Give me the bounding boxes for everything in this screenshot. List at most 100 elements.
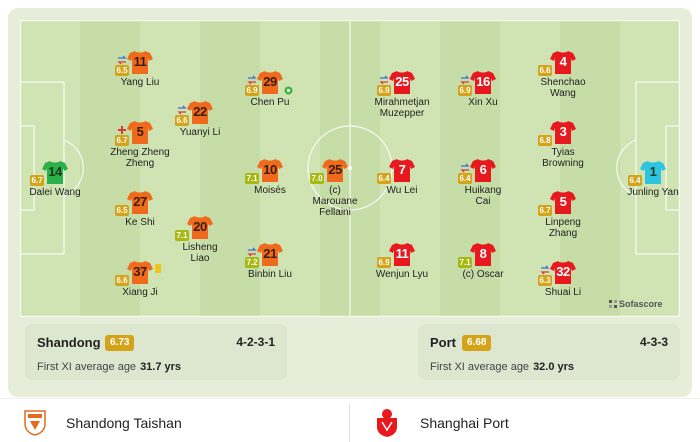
jersey-icon: 21 — [257, 242, 283, 267]
player-name-line: Yuanyi Li — [179, 127, 221, 138]
player-rating-badge: 6.8 — [538, 135, 552, 146]
shanghai-port-crest-icon — [377, 409, 397, 437]
jersey-icon: 10 — [257, 158, 283, 183]
jersey-number: 37 — [133, 264, 147, 279]
jersey-icon: 5 — [127, 120, 153, 145]
player-name-line: Marouane — [312, 196, 358, 207]
jersey-number: 14 — [48, 164, 62, 179]
jersey-number: 11 — [395, 246, 409, 261]
player-name-line: Mirahmetjan — [374, 97, 430, 108]
player-rating-badge: 6.4 — [377, 173, 391, 184]
player-rating-badge: 7.0 — [310, 173, 324, 184]
player-name-line: Moisés — [254, 185, 286, 196]
player-rating-badge: 6.6 — [115, 275, 129, 286]
jersey-icon: 8 — [470, 242, 496, 267]
team-divider — [349, 404, 350, 442]
player-name: Binbin Liu — [225, 269, 315, 280]
player-name-line: Dalei Wang — [29, 187, 81, 198]
player-rating-badge: 7.1 — [245, 173, 259, 184]
player-name: Wenjun Lyu — [357, 269, 447, 280]
player-name: Moisés — [225, 185, 315, 196]
jersey-number: 7 — [398, 162, 406, 177]
player-name: Xin Xu — [438, 97, 528, 108]
jersey-icon: 11 — [389, 242, 415, 267]
player-name-line: Muzepper — [379, 108, 425, 119]
player-name-line: Junling Yan — [627, 187, 679, 198]
jersey-number: 6 — [479, 162, 487, 177]
jersey-number: 22 — [193, 104, 207, 119]
player-name: Yang Liu — [95, 77, 185, 88]
jersey-number: 27 — [133, 194, 147, 209]
player-rating-badge: 7.2 — [245, 257, 259, 268]
player-rating-badge: 7.1 — [175, 230, 189, 241]
jersey-number: 1 — [649, 164, 657, 179]
injury-icon — [117, 122, 127, 134]
jersey-number: 25 — [395, 74, 409, 89]
jersey-number: 21 — [263, 246, 277, 261]
player-rating-badge: 6.3 — [538, 275, 552, 286]
away-team-name: Port — [430, 335, 456, 350]
player-rating-badge: 7.1 — [458, 257, 472, 268]
player-rating-badge: 6.9 — [377, 85, 391, 96]
jersey-number: 5 — [136, 124, 144, 139]
jersey-number: 10 — [263, 162, 277, 177]
sofascore-logo-icon — [609, 300, 617, 308]
jersey-icon: 29 — [257, 70, 283, 95]
substitution-icon — [247, 244, 257, 257]
substitution-icon — [540, 262, 550, 275]
shandong-taishan-crest-icon — [24, 410, 46, 436]
player-name: Junling Yan — [608, 187, 698, 198]
player-name-line: Zheng Zheng — [110, 147, 170, 158]
jersey-number: 16 — [476, 74, 490, 89]
substitution-icon — [117, 52, 127, 65]
substitution-icon — [177, 102, 187, 115]
jersey-icon: 6 — [470, 158, 496, 183]
player-name: Dalei Wang — [10, 187, 100, 198]
player-name-line: (c) Oscar — [462, 269, 504, 280]
jersey-icon: 20 — [187, 215, 213, 240]
player-rating-badge: 6.4 — [628, 175, 642, 186]
player-name-line: Lisheng — [182, 242, 218, 253]
player-rating-badge: 6.4 — [458, 173, 472, 184]
jersey-number: 11 — [133, 54, 147, 69]
player-name-line: Shenchao — [540, 77, 586, 88]
player-name: Shuai Li — [518, 287, 608, 298]
player-name-line: Zhang — [548, 228, 578, 239]
jersey-icon: 4 — [550, 50, 576, 75]
player-rating-badge: 6.7 — [538, 205, 552, 216]
jersey-icon: 14 — [42, 160, 68, 185]
jersey-icon: 25 — [322, 158, 348, 183]
home-team-rating: 6.73 — [105, 335, 135, 351]
home-team-link[interactable]: Shandong Taishan — [24, 404, 182, 442]
away-team-link[interactable]: Shanghai Port — [374, 404, 509, 442]
jersey-icon: 3 — [550, 120, 576, 145]
